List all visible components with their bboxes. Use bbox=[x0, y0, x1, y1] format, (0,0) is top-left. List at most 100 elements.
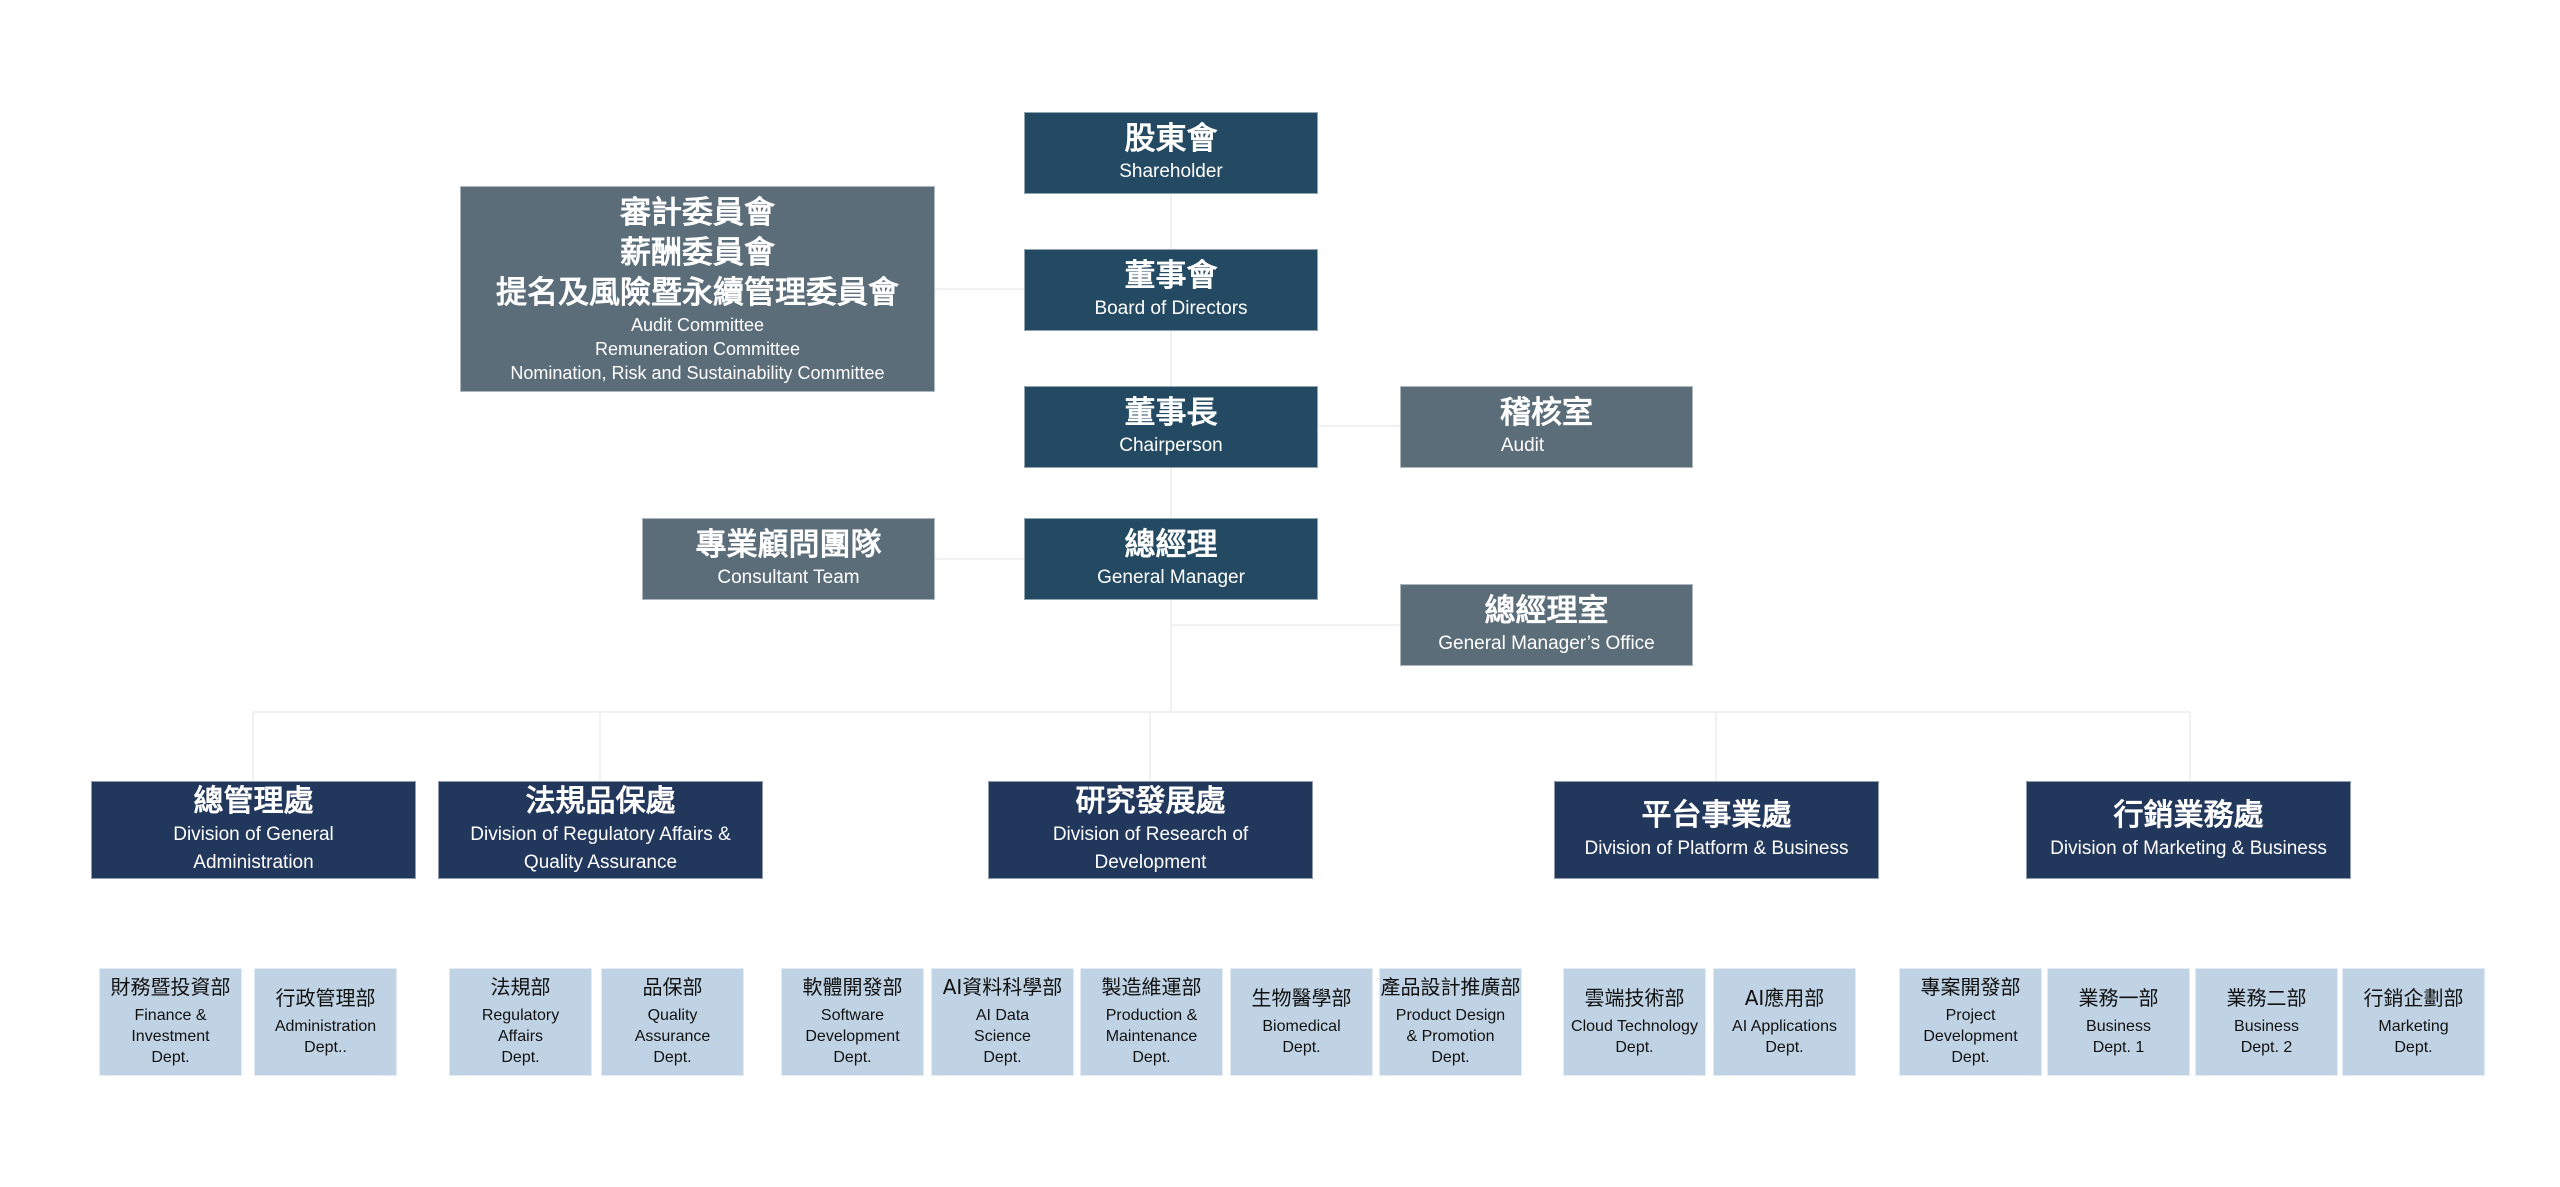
department-en-line: Product Design bbox=[1395, 1007, 1506, 1024]
department-en-line: Assurance bbox=[634, 1028, 711, 1045]
department-en-line: Development bbox=[805, 1028, 900, 1045]
department-zh: 業務一部 bbox=[2078, 985, 2159, 1010]
division-zh: 行銷業務處 bbox=[2113, 797, 2264, 833]
committee-zh-remuneration: 薪酬委員會 bbox=[620, 235, 775, 271]
department-en-line: Dept. bbox=[2394, 1038, 2433, 1056]
division-zh: 平台事業處 bbox=[1641, 797, 1792, 833]
consultant-zh: 專業顧問團隊 bbox=[695, 526, 882, 563]
department-en-line: Investment bbox=[131, 1028, 210, 1045]
department-en-line: Dept. bbox=[1765, 1038, 1804, 1056]
division-en-line: Division of General bbox=[173, 824, 334, 846]
department-zh: AI資料科學部 bbox=[942, 975, 1063, 999]
department-zh: 軟體開發部 bbox=[802, 975, 903, 999]
division-en-line: Administration bbox=[193, 852, 314, 874]
department-en-line: Production & bbox=[1105, 1007, 1198, 1024]
division-zh: 法規品保處 bbox=[525, 783, 676, 819]
department-en-line: Dept. bbox=[1615, 1038, 1654, 1056]
chairperson-zh: 董事長 bbox=[1124, 394, 1218, 431]
committee-en-remuneration: Remuneration Committee bbox=[594, 339, 801, 359]
department-zh: 業務二部 bbox=[2226, 985, 2307, 1010]
division-regulatory-quality: 法規品保處 Division of Regulatory Affairs & Q… bbox=[438, 781, 763, 879]
department-en-line: Development bbox=[1923, 1028, 2018, 1045]
division-platform-business: 平台事業處 Division of Platform & Business bbox=[1554, 781, 1879, 879]
general-manager-box: 總經理 General Manager bbox=[1024, 518, 1318, 600]
board-en: Board of Directors bbox=[1094, 298, 1248, 320]
department-zh: 生物醫學部 bbox=[1251, 985, 1352, 1010]
department-zh: 品保部 bbox=[642, 975, 703, 999]
department-en-line: Dept. bbox=[653, 1049, 692, 1066]
department-en-line: Project bbox=[1945, 1007, 1996, 1024]
audit-en: Audit bbox=[1500, 435, 1545, 457]
department-zh: 製造維運部 bbox=[1101, 975, 1202, 999]
board-zh: 董事會 bbox=[1124, 257, 1218, 294]
department-en-line: Business bbox=[2086, 1017, 2151, 1035]
department-en-line: Finance & bbox=[134, 1007, 207, 1024]
chairperson-box: 董事長 Chairperson bbox=[1024, 386, 1318, 468]
department-en-line: Dept. 1 bbox=[2092, 1038, 2145, 1056]
department-en-line: Software bbox=[820, 1007, 885, 1024]
gm-office-zh: 總經理室 bbox=[1484, 592, 1609, 629]
board-box: 董事會 Board of Directors bbox=[1024, 249, 1318, 331]
department-zh: 財務暨投資部 bbox=[110, 975, 231, 999]
department-zh: 行銷企劃部 bbox=[2363, 985, 2464, 1010]
gm-office-en: General Manager’s Office bbox=[1438, 633, 1655, 655]
department-en-line: & Promotion bbox=[1406, 1028, 1495, 1045]
department-en-line: Dept. bbox=[1282, 1038, 1321, 1056]
department-zh: 法規部 bbox=[490, 975, 551, 999]
department-en-line: Dept. 2 bbox=[2240, 1038, 2293, 1056]
department-en-line: Marketing bbox=[2378, 1017, 2449, 1035]
division-zh: 研究發展處 bbox=[1075, 783, 1226, 819]
committee-en-nomination: Nomination, Risk and Sustainability Comm… bbox=[510, 363, 885, 383]
department-en-line: Dept. bbox=[833, 1049, 872, 1066]
audit-zh: 稽核室 bbox=[1500, 394, 1593, 431]
department-en-line: Regulatory bbox=[481, 1007, 560, 1024]
department-en-line: Administration bbox=[274, 1017, 377, 1035]
department-zh: 專案開發部 bbox=[1920, 975, 2021, 999]
department-en-line: Biomedical bbox=[1262, 1017, 1341, 1035]
department-zh: 產品設計推廣部 bbox=[1380, 975, 1521, 999]
shareholder-box: 股東會 Shareholder bbox=[1024, 112, 1318, 194]
division-en-line: Division of Research of bbox=[1052, 824, 1249, 846]
shareholder-zh: 股東會 bbox=[1124, 120, 1218, 157]
division-zh: 總管理處 bbox=[193, 783, 314, 819]
committee-zh-nomination: 提名及風險暨永續管理委員會 bbox=[496, 275, 899, 311]
department-en-line: AI Applications bbox=[1732, 1017, 1837, 1035]
division-general-administration: 總管理處 Division of General Administration bbox=[91, 781, 416, 879]
department-en-line: Quality bbox=[647, 1007, 698, 1024]
department-en-line: Business bbox=[2234, 1017, 2299, 1035]
division-en-line: Division of Platform & Business bbox=[1584, 838, 1849, 860]
department-en-line: Maintenance bbox=[1105, 1028, 1198, 1045]
division-marketing-business: 行銷業務處 Division of Marketing & Business bbox=[2026, 781, 2351, 879]
department-en-line: Affairs bbox=[497, 1028, 544, 1045]
department-en-line: AI Data bbox=[975, 1007, 1030, 1024]
chairperson-en: Chairperson bbox=[1119, 435, 1223, 457]
committees-box: 審計委員會 薪酬委員會 提名及風險暨永續管理委員會 Audit Committe… bbox=[460, 186, 935, 392]
department-en-line: Dept. bbox=[151, 1049, 190, 1066]
consultant-en: Consultant Team bbox=[717, 567, 860, 589]
audit-box: 稽核室 Audit bbox=[1400, 386, 1693, 468]
department-en-line: Dept.. bbox=[304, 1038, 347, 1056]
department-zh: 雲端技術部 bbox=[1584, 985, 1685, 1010]
department-zh: AI應用部 bbox=[1744, 985, 1825, 1010]
department-en-line: Dept. bbox=[1431, 1049, 1470, 1066]
department-en-line: Dept. bbox=[1951, 1049, 1990, 1066]
gm-office-box: 總經理室 General Manager’s Office bbox=[1400, 584, 1693, 666]
department-zh: 行政管理部 bbox=[275, 985, 376, 1010]
department-en-line: Science bbox=[974, 1028, 1031, 1045]
division-research-development: 研究發展處 Division of Research of Developmen… bbox=[988, 781, 1313, 879]
